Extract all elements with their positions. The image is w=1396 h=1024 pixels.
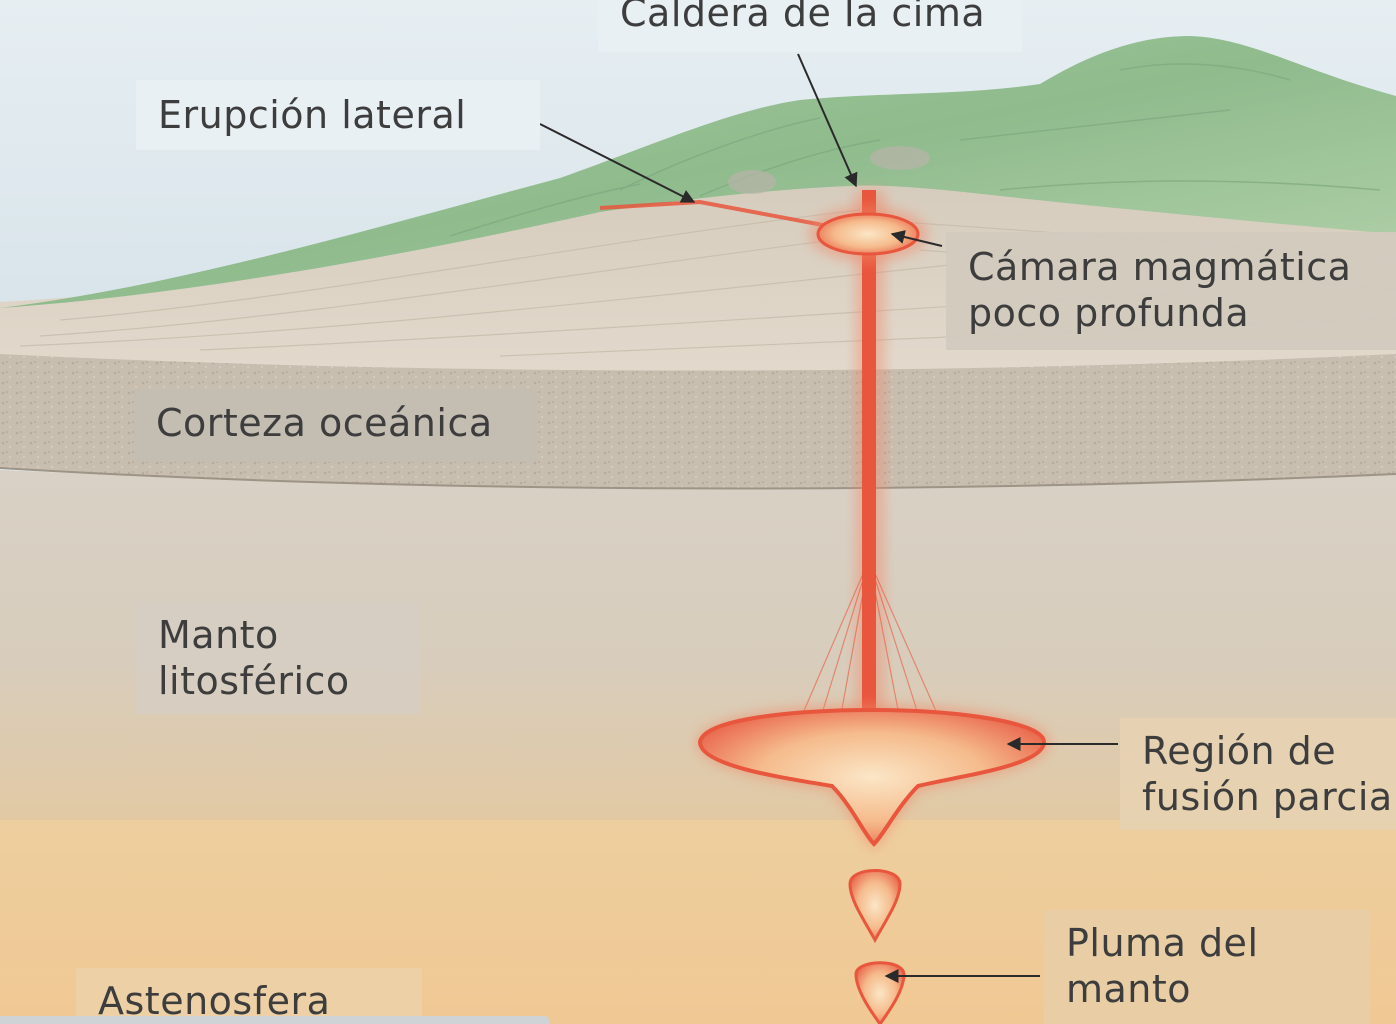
pointer-arrows [539,53,1118,983]
label-corteza-oceanica: Corteza oceánica [134,390,536,462]
label-text-line1: Región de [1142,729,1337,773]
label-caldera-de-la-cima: Caldera de la cima [598,0,1022,52]
mantle-plume-drop [848,869,902,944]
label-text: Caldera de la cima [620,0,986,35]
label-text-line2: fusión parcial [1142,775,1396,819]
shallow-magma-chamber [816,212,920,256]
island-surface [0,36,1396,308]
label-text: Corteza oceánica [156,401,493,445]
lithospheric-mantle-layer [0,470,1396,820]
bottom-scroll-indicator [0,1016,550,1024]
label-camara-magmatica: Cámara magmática poco profunda [946,232,1396,350]
label-pluma-del-manto: Pluma del manto [1044,910,1370,1024]
label-erupcion-lateral: Erupción lateral [136,80,540,150]
label-text-line2: poco profunda [968,291,1250,335]
label-text-line1: Pluma del [1066,921,1259,965]
label-text-line1: Manto [158,613,279,657]
label-text: Astenosfera [98,979,331,1023]
label-astenosfera: Astenosfera [76,968,422,1024]
label-text-line2: manto [1066,967,1192,1011]
partial-melt-region [697,707,1047,847]
label-text-line1: Cámara magmática [968,245,1352,289]
magma-system [599,190,1050,1024]
label-text: Erupción lateral [158,93,467,137]
arrow-caldera [797,53,858,188]
label-text-line2: litosférico [158,659,350,703]
arrow-erupcion [539,123,696,203]
arrow-camara [890,230,943,247]
label-region-fusion-parcial: Región de fusión parcial [1120,718,1396,830]
magma-conduit [862,190,876,720]
label-manto-litosferico: Manto litosférico [136,602,420,714]
